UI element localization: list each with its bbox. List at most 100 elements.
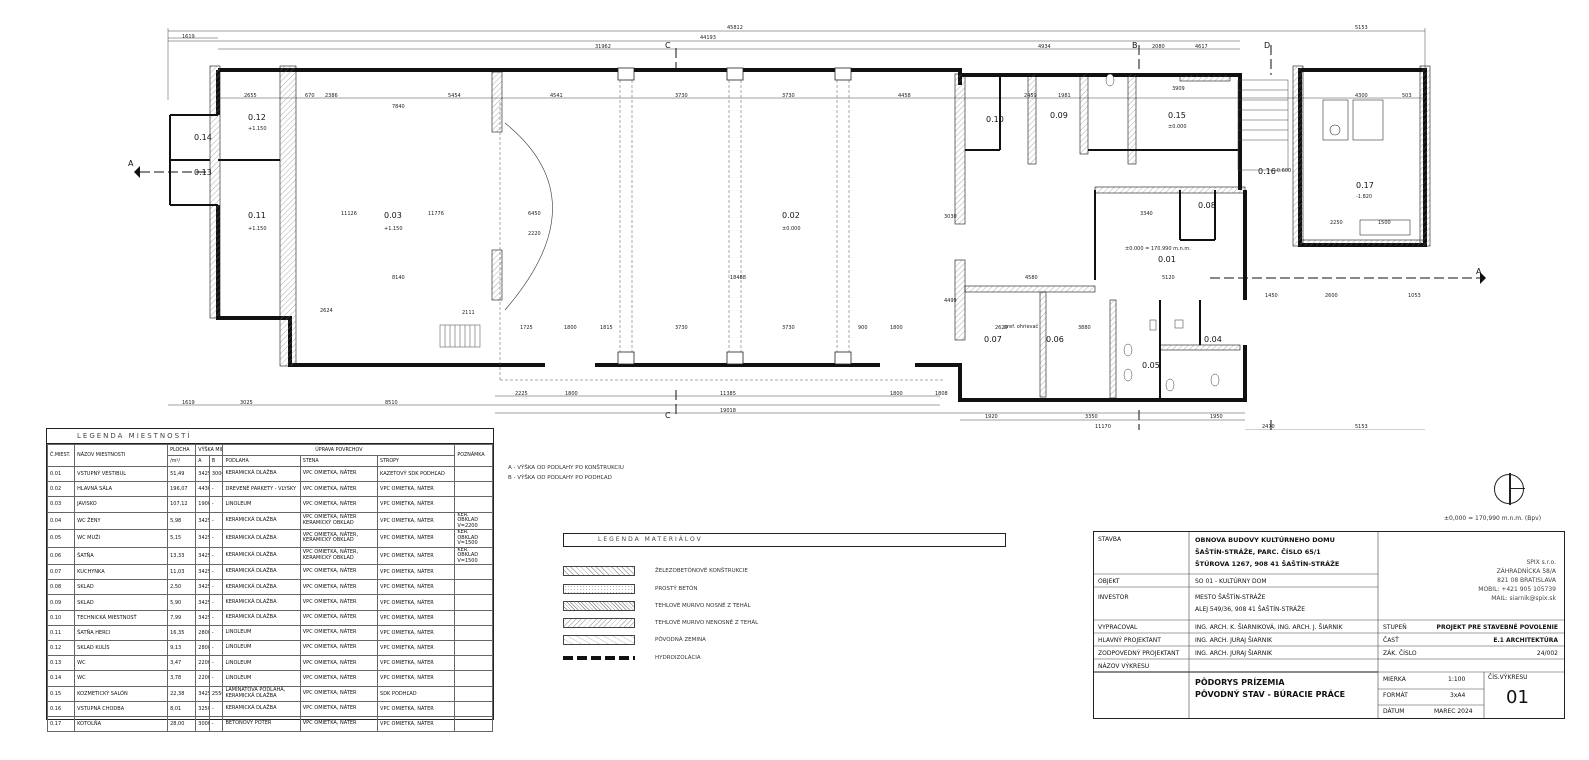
col-finish: ÚPRAVA POVRCHOV <box>222 444 456 456</box>
tb-hlavny-label: HLAVNÝ PROJEKTANT <box>1098 637 1161 644</box>
dimension-text: 2459 <box>1024 93 1037 99</box>
legend-cell-hb: - <box>208 609 224 626</box>
dimension-text: 11776 <box>428 211 444 217</box>
dimension-text: 3730 <box>782 325 795 331</box>
legend-cell-ceiling: VPC OMIETKA, NÁTER <box>377 715 456 733</box>
legend-cell-wall: VPC OMIETKA, NÁTER <box>299 465 379 483</box>
legend-cell-num: 0.08 <box>46 579 76 596</box>
tb-company: SPIX s.r.o. ZÁHRADNÍCKA 58/A 821 08 BRAT… <box>1478 558 1556 603</box>
material-label: PROSTÝ BETÓN <box>655 586 698 592</box>
legend-cell-note: KER. OBKLAD V=1500 <box>454 529 493 548</box>
tb-cis: 01 <box>1506 687 1529 708</box>
legend-cell-num: 0.12 <box>46 639 76 657</box>
dimension-text: 4499 <box>944 298 957 304</box>
legend-cell-area: 22,38 <box>167 685 197 702</box>
legend-cell-ceiling: VPC OMIETKA, NÁTER <box>377 579 456 596</box>
legend-cell-num: 0.05 <box>46 529 76 548</box>
legend-cell-num: 0.03 <box>46 496 76 513</box>
room-label: 0.12 <box>248 113 266 122</box>
legend-cell-name: VSTUPNÁ CHODBA <box>74 700 169 717</box>
legend-cell-hb: 3000-3345 <box>208 465 224 483</box>
material-swatch <box>563 601 635 611</box>
legend-cell-note <box>454 594 493 611</box>
dimension-text: 1920 <box>985 414 998 420</box>
legend-cell-area: 28,00 <box>167 715 197 733</box>
dimension-text: 2655 <box>244 93 257 99</box>
tb-cast: E.1 ARCHITEKTÚRA <box>1493 637 1558 644</box>
dimension-text: 1981 <box>1058 93 1071 99</box>
legend-cell-wall: VPC OMIETKA, NÁTER <box>299 594 379 611</box>
room-label: 0.08 <box>1198 201 1216 210</box>
dimension-text: 2220 <box>528 231 541 237</box>
legend-cell-ha: 3000 <box>195 715 210 733</box>
legend-header-row: Č.MIEST. NÁZOV MIESTNOSTI PLOCHA VÝŠKA M… <box>46 444 493 467</box>
dimension-text: 5153 <box>1355 25 1368 31</box>
title-block-grid <box>1094 532 1564 718</box>
material-label: PÔVODNÁ ZEMINA <box>655 637 706 643</box>
tb-datum-label: DÁTUM <box>1383 708 1405 715</box>
legend-cell-hb: - <box>208 655 224 672</box>
legend-cell-wall: VPC OMIETKA, NÁTER KERAMICKÝ OBKLAD <box>299 511 379 531</box>
legend-cell-wall: VPC OMIETKA, NÁTER <box>299 496 379 513</box>
room-level: +1.150 <box>248 226 267 232</box>
legend-cell-area: 51,49 <box>167 465 197 483</box>
dimension-text: 2620 <box>995 325 1008 331</box>
col-area: PLOCHA <box>167 444 197 456</box>
dimension-text: 18488 <box>730 275 746 281</box>
legend-cell-name: TECHNICKÁ MIESTNOSŤ <box>74 609 169 626</box>
legend-cell-wall: VPC OMIETKA, NÁTER, KERAMICKÝ OBKLAD <box>299 546 379 566</box>
sanitary-fixtures <box>1105 73 1220 392</box>
legend-cell-note <box>454 670 493 687</box>
room-label: 0.07 <box>984 335 1002 344</box>
dimension-text: 3730 <box>675 93 688 99</box>
legend-cell-ceiling: VPC OMIETKA, NÁTER <box>377 639 456 657</box>
col-area-unit: /m²/ <box>167 455 197 467</box>
room-label: 0.09 <box>1050 111 1068 120</box>
legend-cell-floor: KERAMICKÁ DLAŽBA <box>222 700 301 717</box>
dimension-text: 11170 <box>1095 424 1111 430</box>
legend-cell-floor: KERAMICKÁ DLAŽBA <box>222 564 301 581</box>
col-num: Č.MIEST. <box>46 444 76 467</box>
dimension-text: 4300 <box>1355 93 1368 99</box>
legend-cell-name: HLAVNÁ SÁLA <box>74 481 169 498</box>
tb-stupen: PROJEKT PRE STAVEBNÉ POVOLENIE <box>1436 624 1558 631</box>
dimension-text: 1800 <box>890 325 903 331</box>
tb-cast-label: ČASŤ <box>1383 637 1399 644</box>
bottom-dimension-lines <box>168 395 1425 430</box>
legend-cell-name: WC MUŽI <box>74 529 169 548</box>
legend-cell-ha: 1900 <box>195 496 210 513</box>
legend-cell-note <box>454 685 493 702</box>
legend-cell-ha: 3425 <box>195 564 210 581</box>
legend-cell-ceiling: VPC OMIETKA, NÁTER <box>377 624 456 642</box>
dimension-text: 1450 <box>1265 293 1278 299</box>
legend-cell-floor: LINOLEUM <box>222 496 301 513</box>
legend-cell-ha: 3425 <box>195 465 210 483</box>
col-height-a: A <box>195 455 210 467</box>
room-label: 0.04 <box>1204 335 1222 344</box>
dimension-text: 1619 <box>182 34 195 40</box>
dimension-text: 3350 <box>1085 414 1098 420</box>
legend-cell-name: KOZMETICKÝ SALÓN <box>74 685 169 702</box>
legend-cell-area: 3,47 <box>167 655 197 672</box>
legend-cell-wall: VPC OMIETKA, NÁTER <box>299 670 379 687</box>
room-label: 0.11 <box>248 211 266 220</box>
tb-mierka-label: MIERKA <box>1383 676 1406 683</box>
dimension-text: 3880 <box>1078 325 1091 331</box>
legend-cell-ha: 3250 - 4450 <box>195 700 210 717</box>
legend-cell-name: WC <box>74 655 169 672</box>
legend-cell-name: SKLAD <box>74 579 169 596</box>
room-level: +1.150 <box>384 226 403 232</box>
dimension-text: 1725 <box>520 325 533 331</box>
legend-cell-area: 5,15 <box>167 529 197 548</box>
dimension-text: 1815 <box>600 325 613 331</box>
dimension-text: 3730 <box>782 93 795 99</box>
tb-company-4: MOBIL: +421 905 105739 <box>1478 586 1556 593</box>
legend-cell-name: JAVISKO <box>74 496 169 513</box>
